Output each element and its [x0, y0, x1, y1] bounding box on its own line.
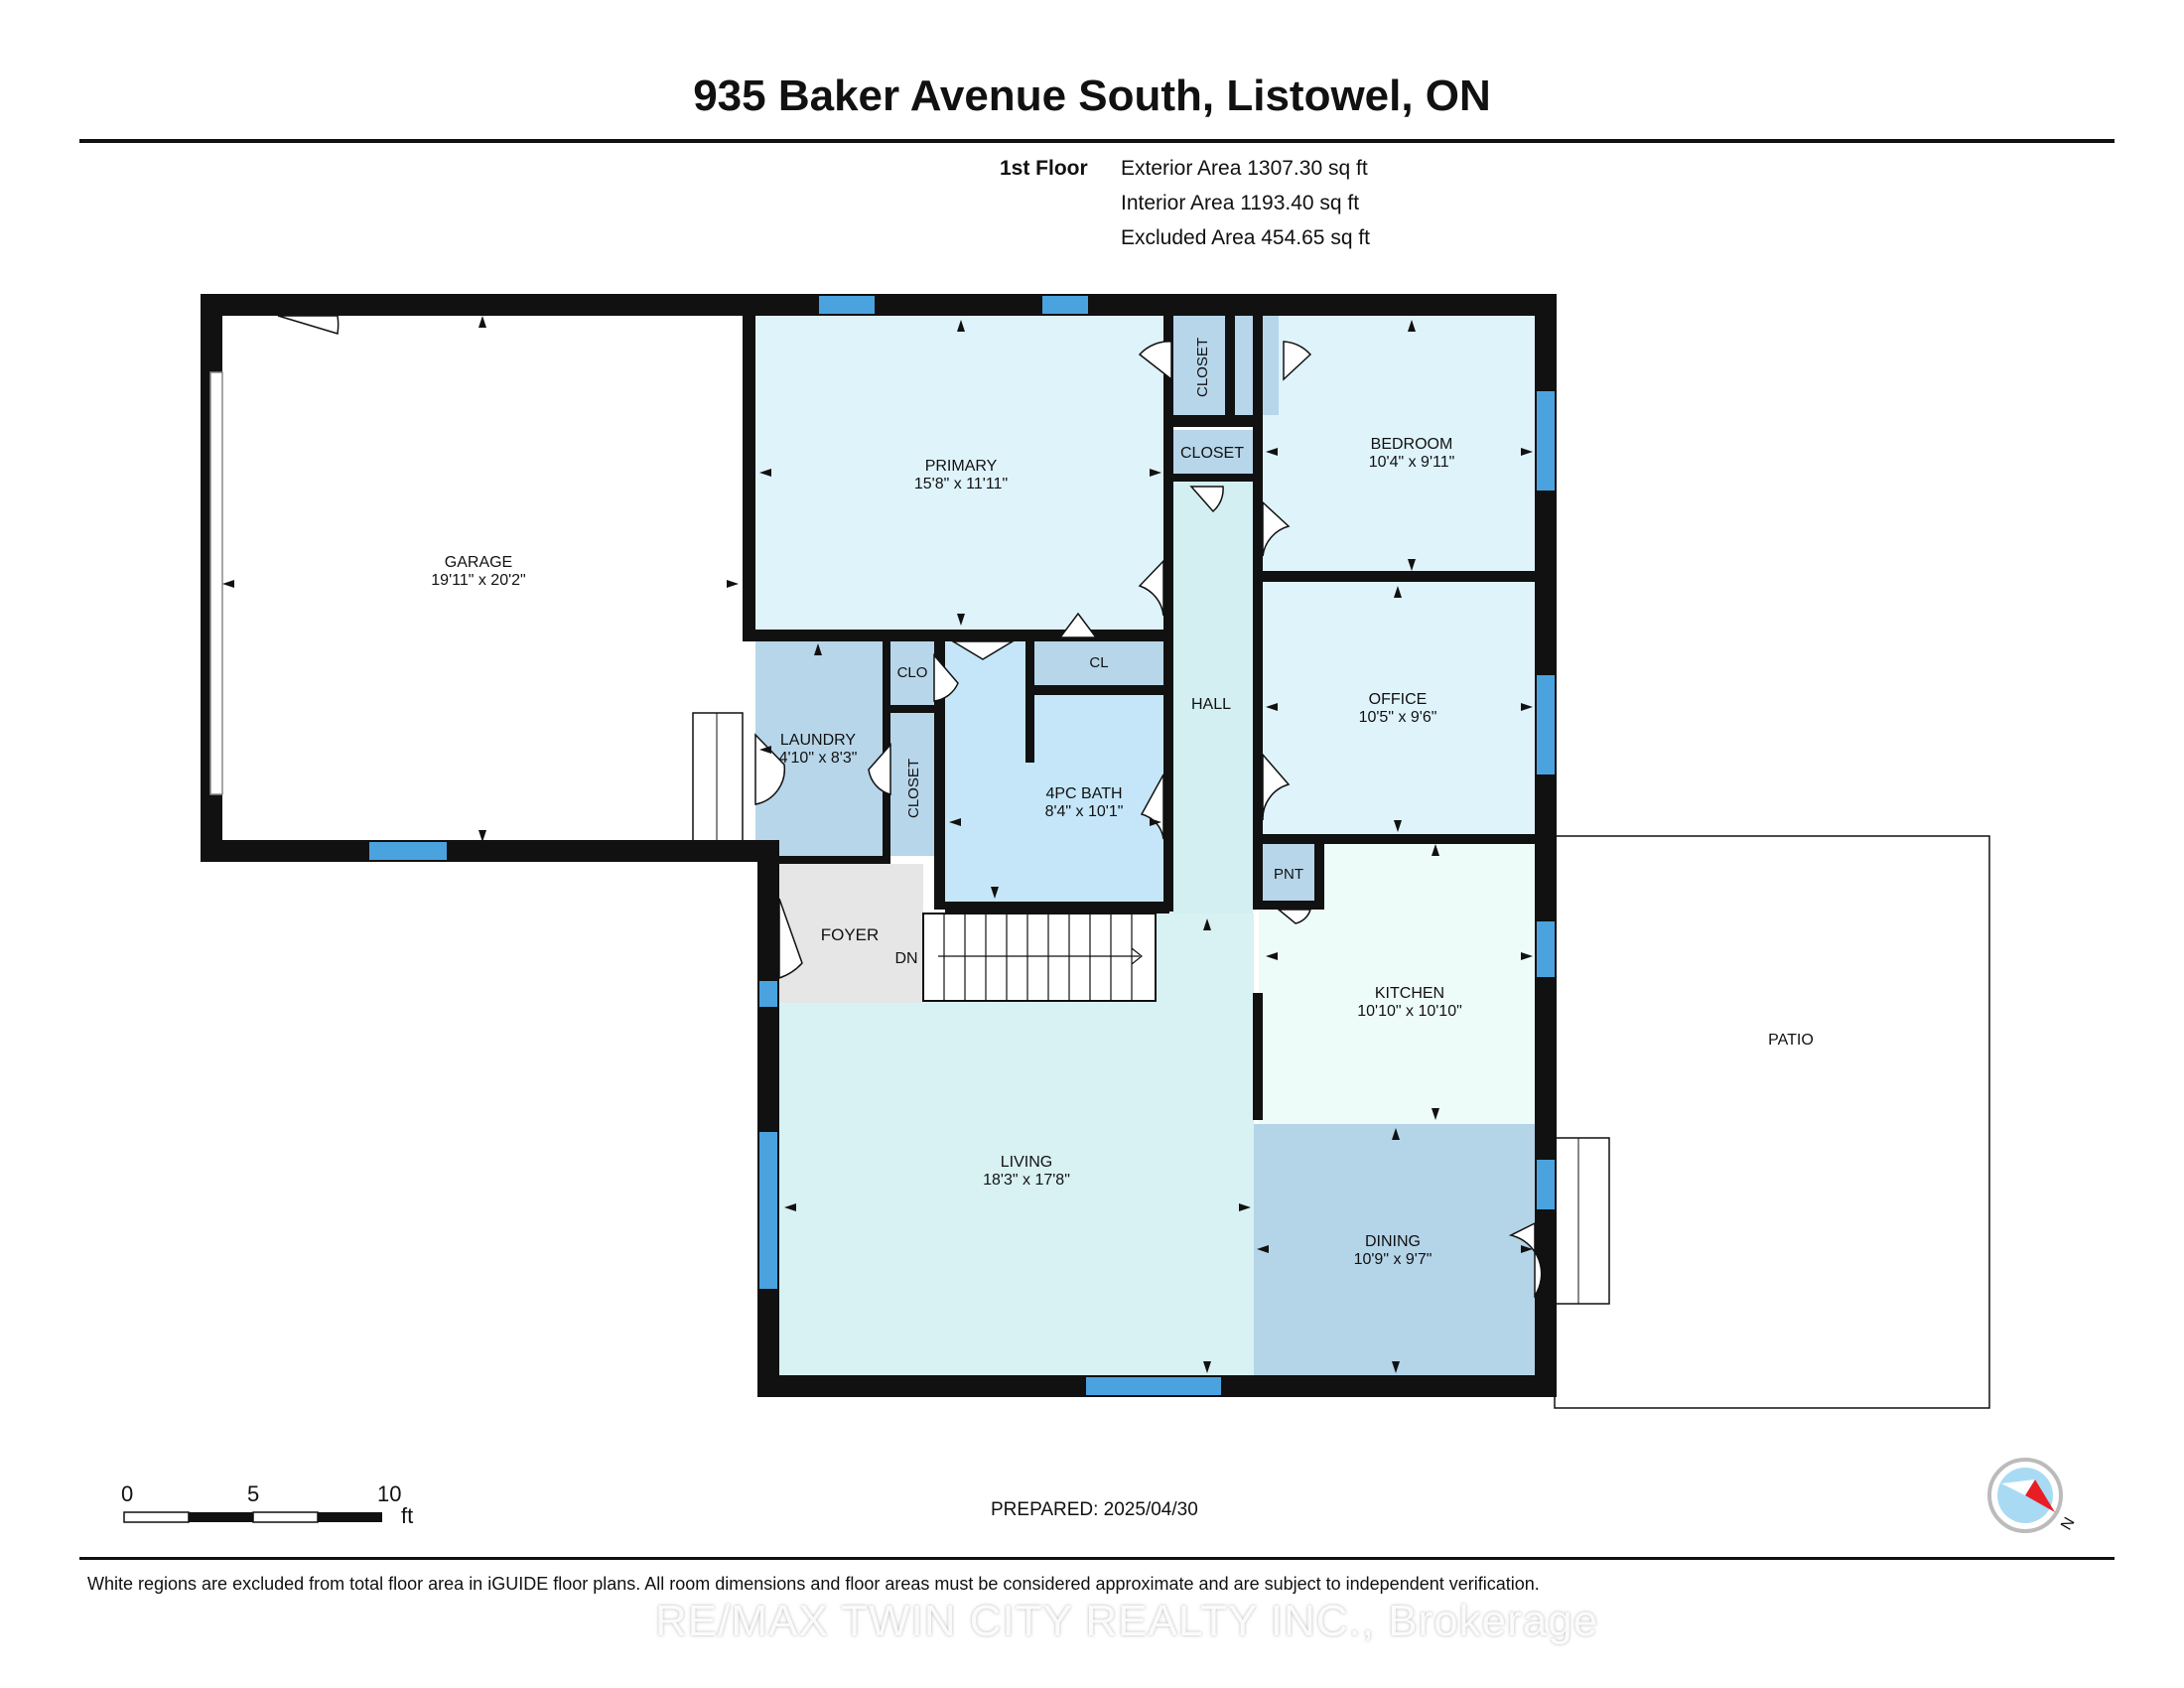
- stairs-down: [922, 913, 1157, 1002]
- scale-bar: [123, 1511, 382, 1523]
- dining-name: DINING: [1365, 1233, 1421, 1250]
- closet-2-name: CLOSET: [1250, 338, 1267, 397]
- compass-icon: [1987, 1458, 2063, 1533]
- foyer-name: FOYER: [821, 925, 880, 944]
- living-room: [779, 1003, 1254, 1375]
- footer-divider: [79, 1557, 2115, 1560]
- dimension-markers: [222, 316, 1533, 1373]
- exterior-area: Exterior Area 1307.30 sq ft: [1121, 157, 1368, 180]
- kitchen-dims: 10'10" x 10'10": [1357, 1003, 1462, 1020]
- closet-1-name: CLOSET: [1194, 338, 1211, 397]
- laundry-name: LAUNDRY: [780, 732, 857, 749]
- stairs-label: DN: [894, 950, 917, 967]
- hall-name: HALL: [1191, 696, 1231, 713]
- floor-label: 1st Floor: [1000, 157, 1088, 180]
- patio-area: [1554, 835, 1990, 1409]
- primary-dims: 15'8" x 11'11": [914, 476, 1008, 492]
- excluded-area: Excluded Area 454.65 sq ft: [1121, 226, 1371, 249]
- living-dims: 18'3" x 17'8": [983, 1172, 1070, 1189]
- closet-4: [890, 713, 934, 856]
- kitchen-name: KITCHEN: [1375, 985, 1444, 1002]
- disclaimer-note: White regions are excluded from total fl…: [87, 1574, 1540, 1594]
- patio-name: PATIO: [1768, 1032, 1814, 1049]
- bedroom-name: BEDROOM: [1371, 436, 1453, 453]
- scale-zero: 0: [121, 1481, 134, 1506]
- clo-name: CLO: [897, 664, 928, 681]
- prepared-date: PREPARED: 2025/04/30: [991, 1499, 1198, 1520]
- dining-room: [1254, 1124, 1541, 1375]
- dining-dims: 10'9" x 9'7": [1354, 1251, 1433, 1268]
- scale-five: 5: [247, 1481, 260, 1506]
- scale-unit: ft: [401, 1503, 414, 1528]
- interior-walls: [743, 316, 1537, 1120]
- office-dims: 10'5" x 9'6": [1359, 709, 1437, 726]
- cl-closet: [1032, 637, 1165, 685]
- cl-name: CL: [1089, 654, 1108, 671]
- patio-steps: [1554, 1137, 1610, 1305]
- closet-3: [1171, 430, 1253, 474]
- foyer-area: [779, 864, 923, 1003]
- garage-dims: 19'11" x 20'2": [431, 572, 525, 589]
- interior-area: Interior Area 1193.40 sq ft: [1121, 192, 1360, 214]
- closet-4-name: CLOSET: [905, 759, 922, 818]
- living-name: LIVING: [1001, 1154, 1052, 1171]
- bedroom-dims: 10'4" x 9'11": [1369, 454, 1455, 471]
- hall-area: [1171, 477, 1253, 973]
- laundry-dims: 4'10" x 8'3": [779, 750, 858, 767]
- office-room: [1259, 582, 1541, 835]
- bath-dims: 8'4" x 10'1": [1045, 803, 1124, 820]
- garage-name: GARAGE: [445, 554, 512, 571]
- scale-ten: 10: [377, 1481, 402, 1506]
- primary-name: PRIMARY: [925, 458, 998, 475]
- clo-closet: [890, 637, 934, 705]
- office-name: OFFICE: [1369, 691, 1428, 708]
- closet-1: [1171, 316, 1225, 415]
- laundry-room: [755, 637, 883, 856]
- pnt-pantry: [1263, 841, 1314, 901]
- garage-door: [209, 371, 223, 795]
- pnt-name: PNT: [1274, 866, 1303, 883]
- closet-3-name: CLOSET: [1180, 445, 1244, 462]
- bath-name: 4PC BATH: [1045, 785, 1122, 802]
- door-swings: [277, 315, 1543, 1299]
- page-title: 935 Baker Avenue South, Listowel, ON: [693, 71, 1491, 120]
- garage-steps: [692, 712, 744, 843]
- windows: [369, 296, 1555, 1395]
- brokerage-watermark: RE/MAX TWIN CITY REALTY INC., Brokerage: [655, 1597, 1599, 1645]
- title-divider: [79, 139, 2115, 143]
- primary-room: [755, 316, 1167, 630]
